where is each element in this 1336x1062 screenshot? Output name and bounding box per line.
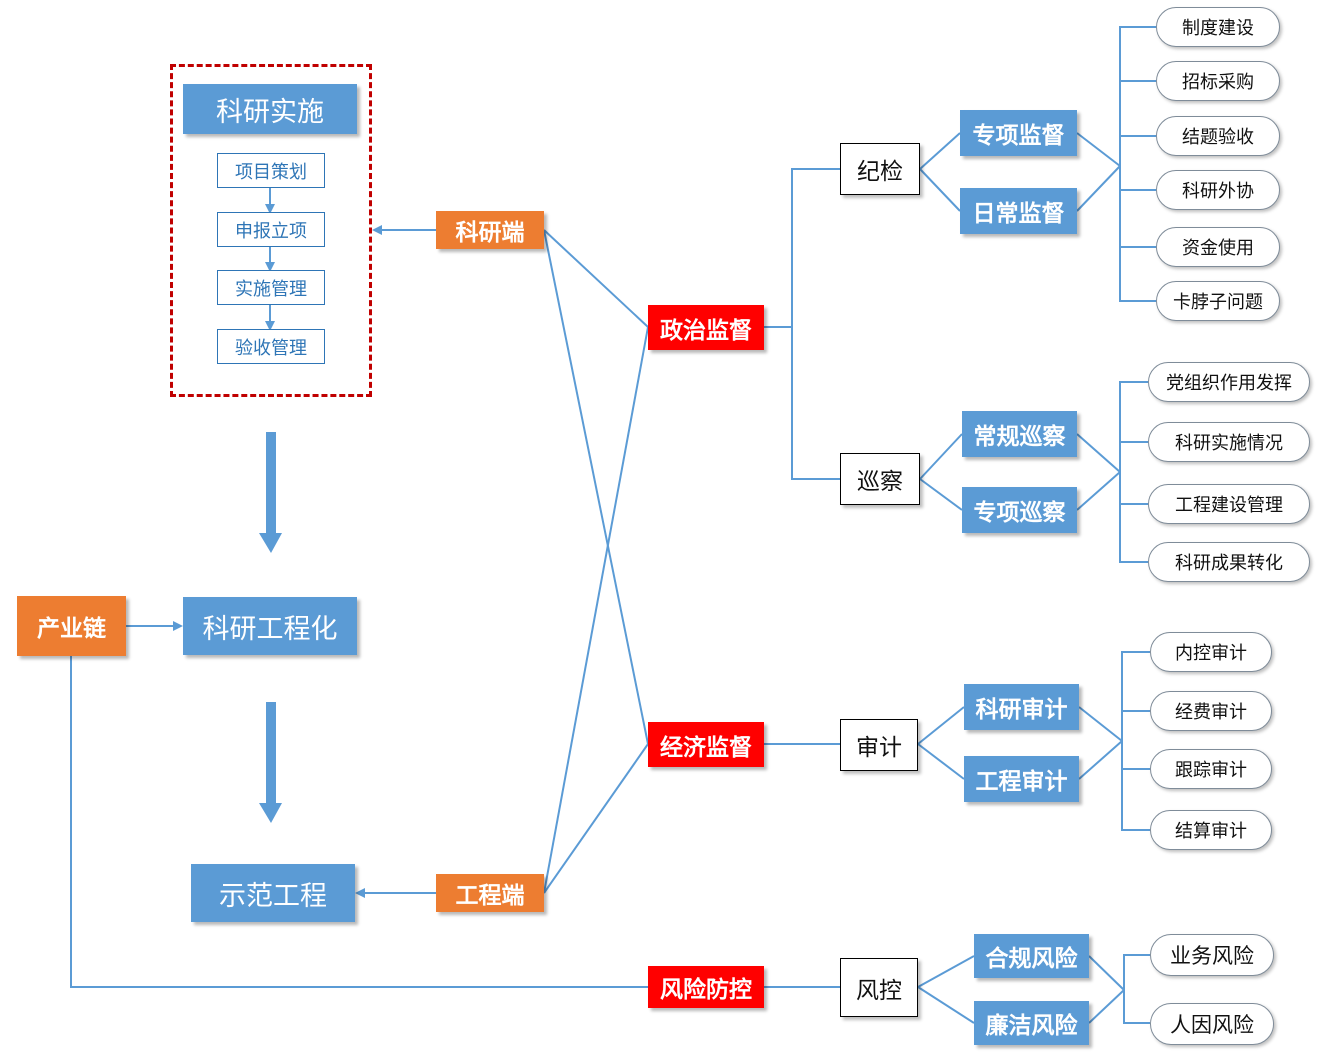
risk-prevention-box: 风险防控: [648, 966, 764, 1008]
political-branch: [791, 168, 840, 480]
leaf-expense-audit: 经费审计: [1150, 691, 1272, 731]
integrity-risk-box: 廉洁风险: [974, 1001, 1089, 1045]
risk-control-box: 风控: [840, 958, 918, 1017]
engineering-audit-box: 工程审计: [964, 756, 1079, 802]
special-supervision-box: 专项监督: [960, 110, 1077, 156]
cross-line: [543, 326, 649, 894]
step-project-planning: 项目策划: [217, 153, 325, 188]
research-impl-title: 科研实施: [183, 84, 357, 134]
leaf-party-role: 党组织作用发挥: [1148, 362, 1310, 402]
cross-line: [543, 743, 649, 894]
demo-project-box: 示范工程: [191, 864, 355, 922]
economic-supervision-box: 经济监督: [648, 722, 764, 767]
political-supervision-box: 政治监督: [648, 305, 764, 350]
engineering-end-box: 工程端: [436, 874, 544, 912]
inspection-box: 巡察: [840, 453, 920, 505]
regular-inspection-box: 常规巡察: [962, 411, 1077, 457]
leaf-bottleneck-issues: 卡脖子问题: [1156, 281, 1280, 321]
research-engineering-box: 科研工程化: [183, 597, 357, 655]
down-arrow: [259, 702, 282, 823]
research-impl-frame: [170, 64, 372, 397]
leaf-settlement-audit: 结算审计: [1150, 810, 1272, 850]
leaf-project-acceptance: 结题验收: [1156, 116, 1280, 156]
bracket-inspection: [1119, 381, 1148, 563]
leaf-human-factor-risk: 人因风险: [1150, 1003, 1274, 1045]
leaf-fund-usage: 资金使用: [1156, 227, 1280, 267]
research-end-box: 科研端: [436, 211, 544, 249]
leaf-achievement-transfer: 科研成果转化: [1148, 542, 1310, 582]
bracket-audit: [1121, 651, 1150, 831]
leaf-internal-control-audit: 内控审计: [1150, 632, 1272, 672]
discipline-box: 纪检: [840, 143, 920, 195]
step-project-approval: 申报立项: [217, 212, 325, 247]
special-inspection-box: 专项巡察: [962, 487, 1077, 533]
down-arrow: [259, 432, 282, 553]
bracket-discipline: [1119, 26, 1156, 302]
leaf-business-risk: 业务风险: [1150, 934, 1274, 976]
leaf-research-status: 科研实施情况: [1148, 422, 1310, 462]
leaf-tracking-audit: 跟踪审计: [1150, 749, 1272, 789]
leaf-institution-building: 制度建设: [1156, 7, 1280, 47]
leaf-construction-mgmt: 工程建设管理: [1148, 484, 1310, 524]
leaf-bidding-procurement: 招标采购: [1156, 61, 1280, 101]
leaf-research-outsourcing: 科研外协: [1156, 170, 1280, 210]
research-audit-box: 科研审计: [964, 684, 1079, 730]
compliance-risk-box: 合规风险: [974, 934, 1089, 978]
cross-line: [543, 229, 649, 328]
bracket-risk: [1123, 954, 1150, 1024]
cross-line: [543, 229, 649, 745]
audit-box: 审计: [840, 719, 918, 771]
industry-chain-box: 产业链: [17, 596, 126, 656]
step-implementation-mgmt: 实施管理: [217, 270, 325, 305]
daily-supervision-box: 日常监督: [960, 188, 1077, 234]
step-acceptance-mgmt: 验收管理: [217, 329, 325, 364]
industry-risk-line: [70, 656, 648, 988]
